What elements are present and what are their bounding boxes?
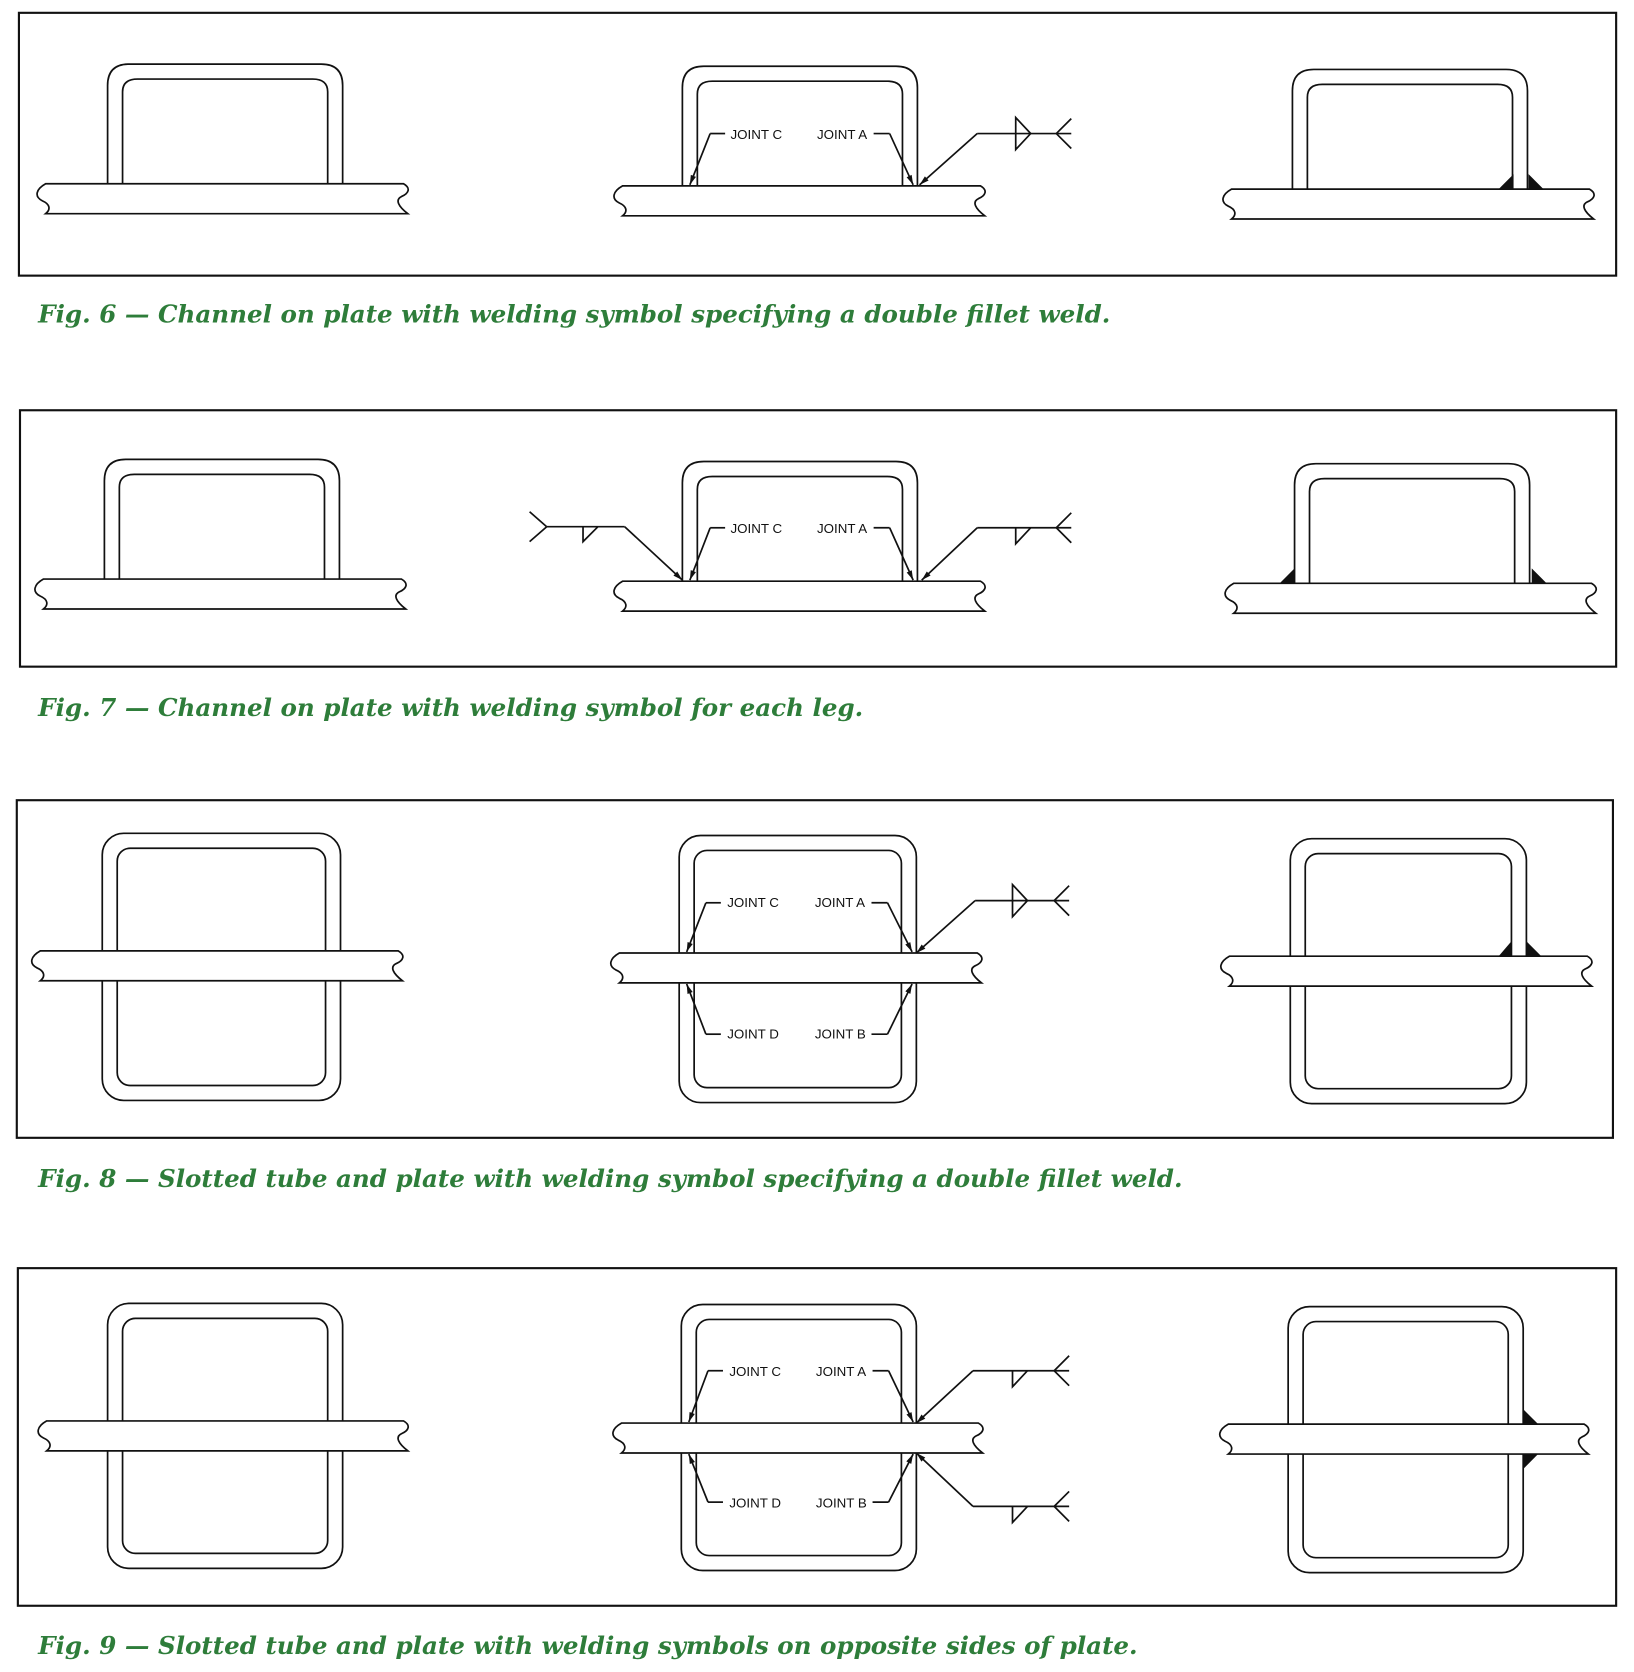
arrowhead-icon (905, 983, 913, 994)
plate (1220, 955, 1595, 987)
plate (1218, 1423, 1591, 1455)
channel-inner (696, 475, 904, 582)
double-fillet-symbol-icon (1014, 115, 1032, 152)
arrowhead-icon (689, 174, 696, 185)
double-fillet-symbol-icon (1011, 882, 1029, 919)
plate (1222, 188, 1597, 220)
drawings (30, 63, 1599, 1574)
tail-icon (529, 511, 548, 543)
weld-arrow-line (918, 132, 978, 186)
joint-a-label: JOINT A (817, 127, 867, 142)
joint-a-label: JOINT A (815, 895, 865, 910)
figure-9-frame (16, 1267, 1618, 1607)
arrowhead-icon (688, 1412, 695, 1423)
weld-arrow-line (624, 526, 683, 581)
joint-d-label: JOINT D (727, 1026, 779, 1041)
weld-fillet (1523, 1409, 1539, 1425)
weld-fillet (1498, 174, 1514, 190)
plate (613, 580, 988, 612)
channel-outer (1293, 462, 1531, 584)
weld-fillet (1526, 941, 1542, 957)
channel-outer (1291, 68, 1529, 190)
joint-c-label: JOINT C (729, 1364, 781, 1379)
plate (36, 182, 411, 215)
joint-c-label: JOINT C (730, 521, 782, 536)
tail-icon (1053, 1355, 1070, 1387)
tail-icon (1055, 512, 1072, 544)
fillet-symbol-icon (1011, 1370, 1029, 1389)
plate (37, 1420, 411, 1452)
channel-outer (103, 458, 341, 580)
weld-arrow-line (915, 1370, 974, 1424)
arrowhead-icon (906, 570, 914, 581)
channel-inner (118, 473, 326, 580)
figure-7-frame (18, 409, 1618, 668)
arrowhead-icon (689, 570, 696, 581)
arrowhead-icon (916, 944, 926, 953)
weld-fillet (1498, 941, 1512, 957)
plate (613, 185, 988, 217)
channel-outer (106, 63, 344, 184)
channel-outer (681, 460, 919, 582)
weld-arrow-line (921, 527, 978, 581)
joint-b-label: JOINT B (816, 1495, 867, 1510)
plate (612, 1422, 986, 1454)
arrowhead-icon (906, 1412, 914, 1423)
plate (1224, 582, 1599, 615)
arrowhead-icon (688, 1454, 695, 1465)
fillet-symbol-icon (582, 526, 599, 544)
arrowhead-icon (916, 1414, 926, 1424)
figure-6-frame (17, 11, 1618, 277)
arrowhead-icon (906, 1454, 914, 1464)
joint-b-label: JOINT B (815, 1026, 866, 1041)
arrowhead-icon (905, 942, 913, 952)
weld-fillet (1279, 568, 1295, 584)
joint-a-label: JOINT A (817, 521, 867, 536)
joint-c-label: JOINT C (727, 895, 779, 910)
joint-a-label: JOINT A (816, 1364, 866, 1379)
channel-inner (1308, 477, 1516, 584)
arrowhead-icon (686, 941, 693, 952)
arrowhead-icon (916, 1452, 926, 1462)
channel-inner (1306, 83, 1514, 190)
figure-6-caption: Fig. 6 — Channel on plate with welding s… (37, 300, 1110, 329)
fillet-symbol-icon (1014, 527, 1032, 546)
tail-icon (1053, 1490, 1070, 1522)
tail-icon (1055, 117, 1072, 150)
weld-arrow-line (915, 899, 976, 954)
plate (610, 952, 985, 984)
figure-7-caption: Fig. 7 — Channel on plate with welding s… (37, 693, 863, 722)
weld-arrow-line (915, 1452, 974, 1508)
arrowhead-icon (673, 571, 683, 581)
joint-c-label: JOINT C (730, 127, 782, 142)
channel-inner (121, 78, 329, 184)
figure-9-caption: Fig. 9 — Slotted tube and plate with wel… (37, 1631, 1137, 1660)
arrowhead-icon (919, 176, 929, 185)
weld-fillet (1523, 1454, 1539, 1470)
plate (30, 949, 405, 982)
figure-8-frame (15, 799, 1615, 1139)
joint-d-label: JOINT D (729, 1495, 781, 1510)
channel-outer (681, 65, 919, 186)
tail-icon (1053, 885, 1070, 917)
plate (34, 578, 409, 610)
arrowhead-icon (686, 983, 693, 994)
channel-inner (696, 80, 904, 186)
arrowhead-icon (906, 174, 914, 185)
weld-fillet (1531, 568, 1547, 584)
figure-8-caption: Fig. 8 — Slotted tube and plate with wel… (37, 1164, 1182, 1193)
arrowhead-icon (921, 571, 931, 581)
fillet-symbol-icon (1011, 1505, 1029, 1525)
weld-fillet (1528, 174, 1544, 190)
